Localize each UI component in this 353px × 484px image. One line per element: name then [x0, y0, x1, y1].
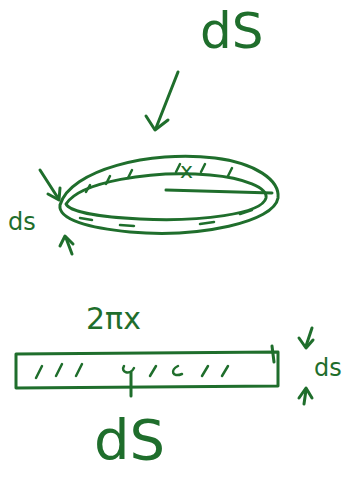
hatching — [80, 164, 252, 226]
outer-ellipse — [60, 156, 278, 233]
arrow-head — [48, 188, 60, 200]
dimension-arrows — [299, 328, 313, 404]
hatch — [56, 364, 62, 376]
tick — [272, 346, 274, 362]
hatch — [240, 210, 252, 214]
width-label: ds — [8, 210, 36, 234]
dimension-arrows — [40, 170, 73, 254]
area-label: dS — [200, 6, 263, 56]
inner-ellipse — [66, 174, 266, 220]
leader-line — [130, 372, 133, 396]
hatch — [201, 164, 205, 172]
hatch — [222, 366, 228, 376]
hatch — [120, 225, 134, 226]
hatch — [173, 366, 182, 375]
hatch — [228, 168, 232, 176]
hatch — [150, 366, 156, 376]
hatch — [176, 164, 180, 172]
annulus — [60, 156, 278, 233]
width-label: ds — [314, 356, 342, 380]
arrow-head — [299, 388, 312, 398]
length-label: 2πx — [86, 304, 141, 334]
hatch — [128, 170, 132, 178]
arrow-head — [299, 338, 313, 348]
hatch — [86, 185, 90, 192]
radius-line — [166, 190, 272, 193]
strip — [16, 346, 278, 396]
radius-label: x — [180, 160, 193, 182]
hatch — [200, 222, 214, 224]
area-label: dS — [94, 412, 165, 468]
pointer-arrow — [146, 72, 178, 130]
arrow-head — [60, 236, 73, 246]
hatch — [36, 366, 42, 378]
hatch — [202, 366, 208, 376]
arrow-head — [146, 116, 168, 130]
hatch — [80, 218, 92, 220]
strip-rect — [16, 352, 278, 388]
hatch — [106, 176, 110, 184]
hatch — [76, 364, 82, 376]
